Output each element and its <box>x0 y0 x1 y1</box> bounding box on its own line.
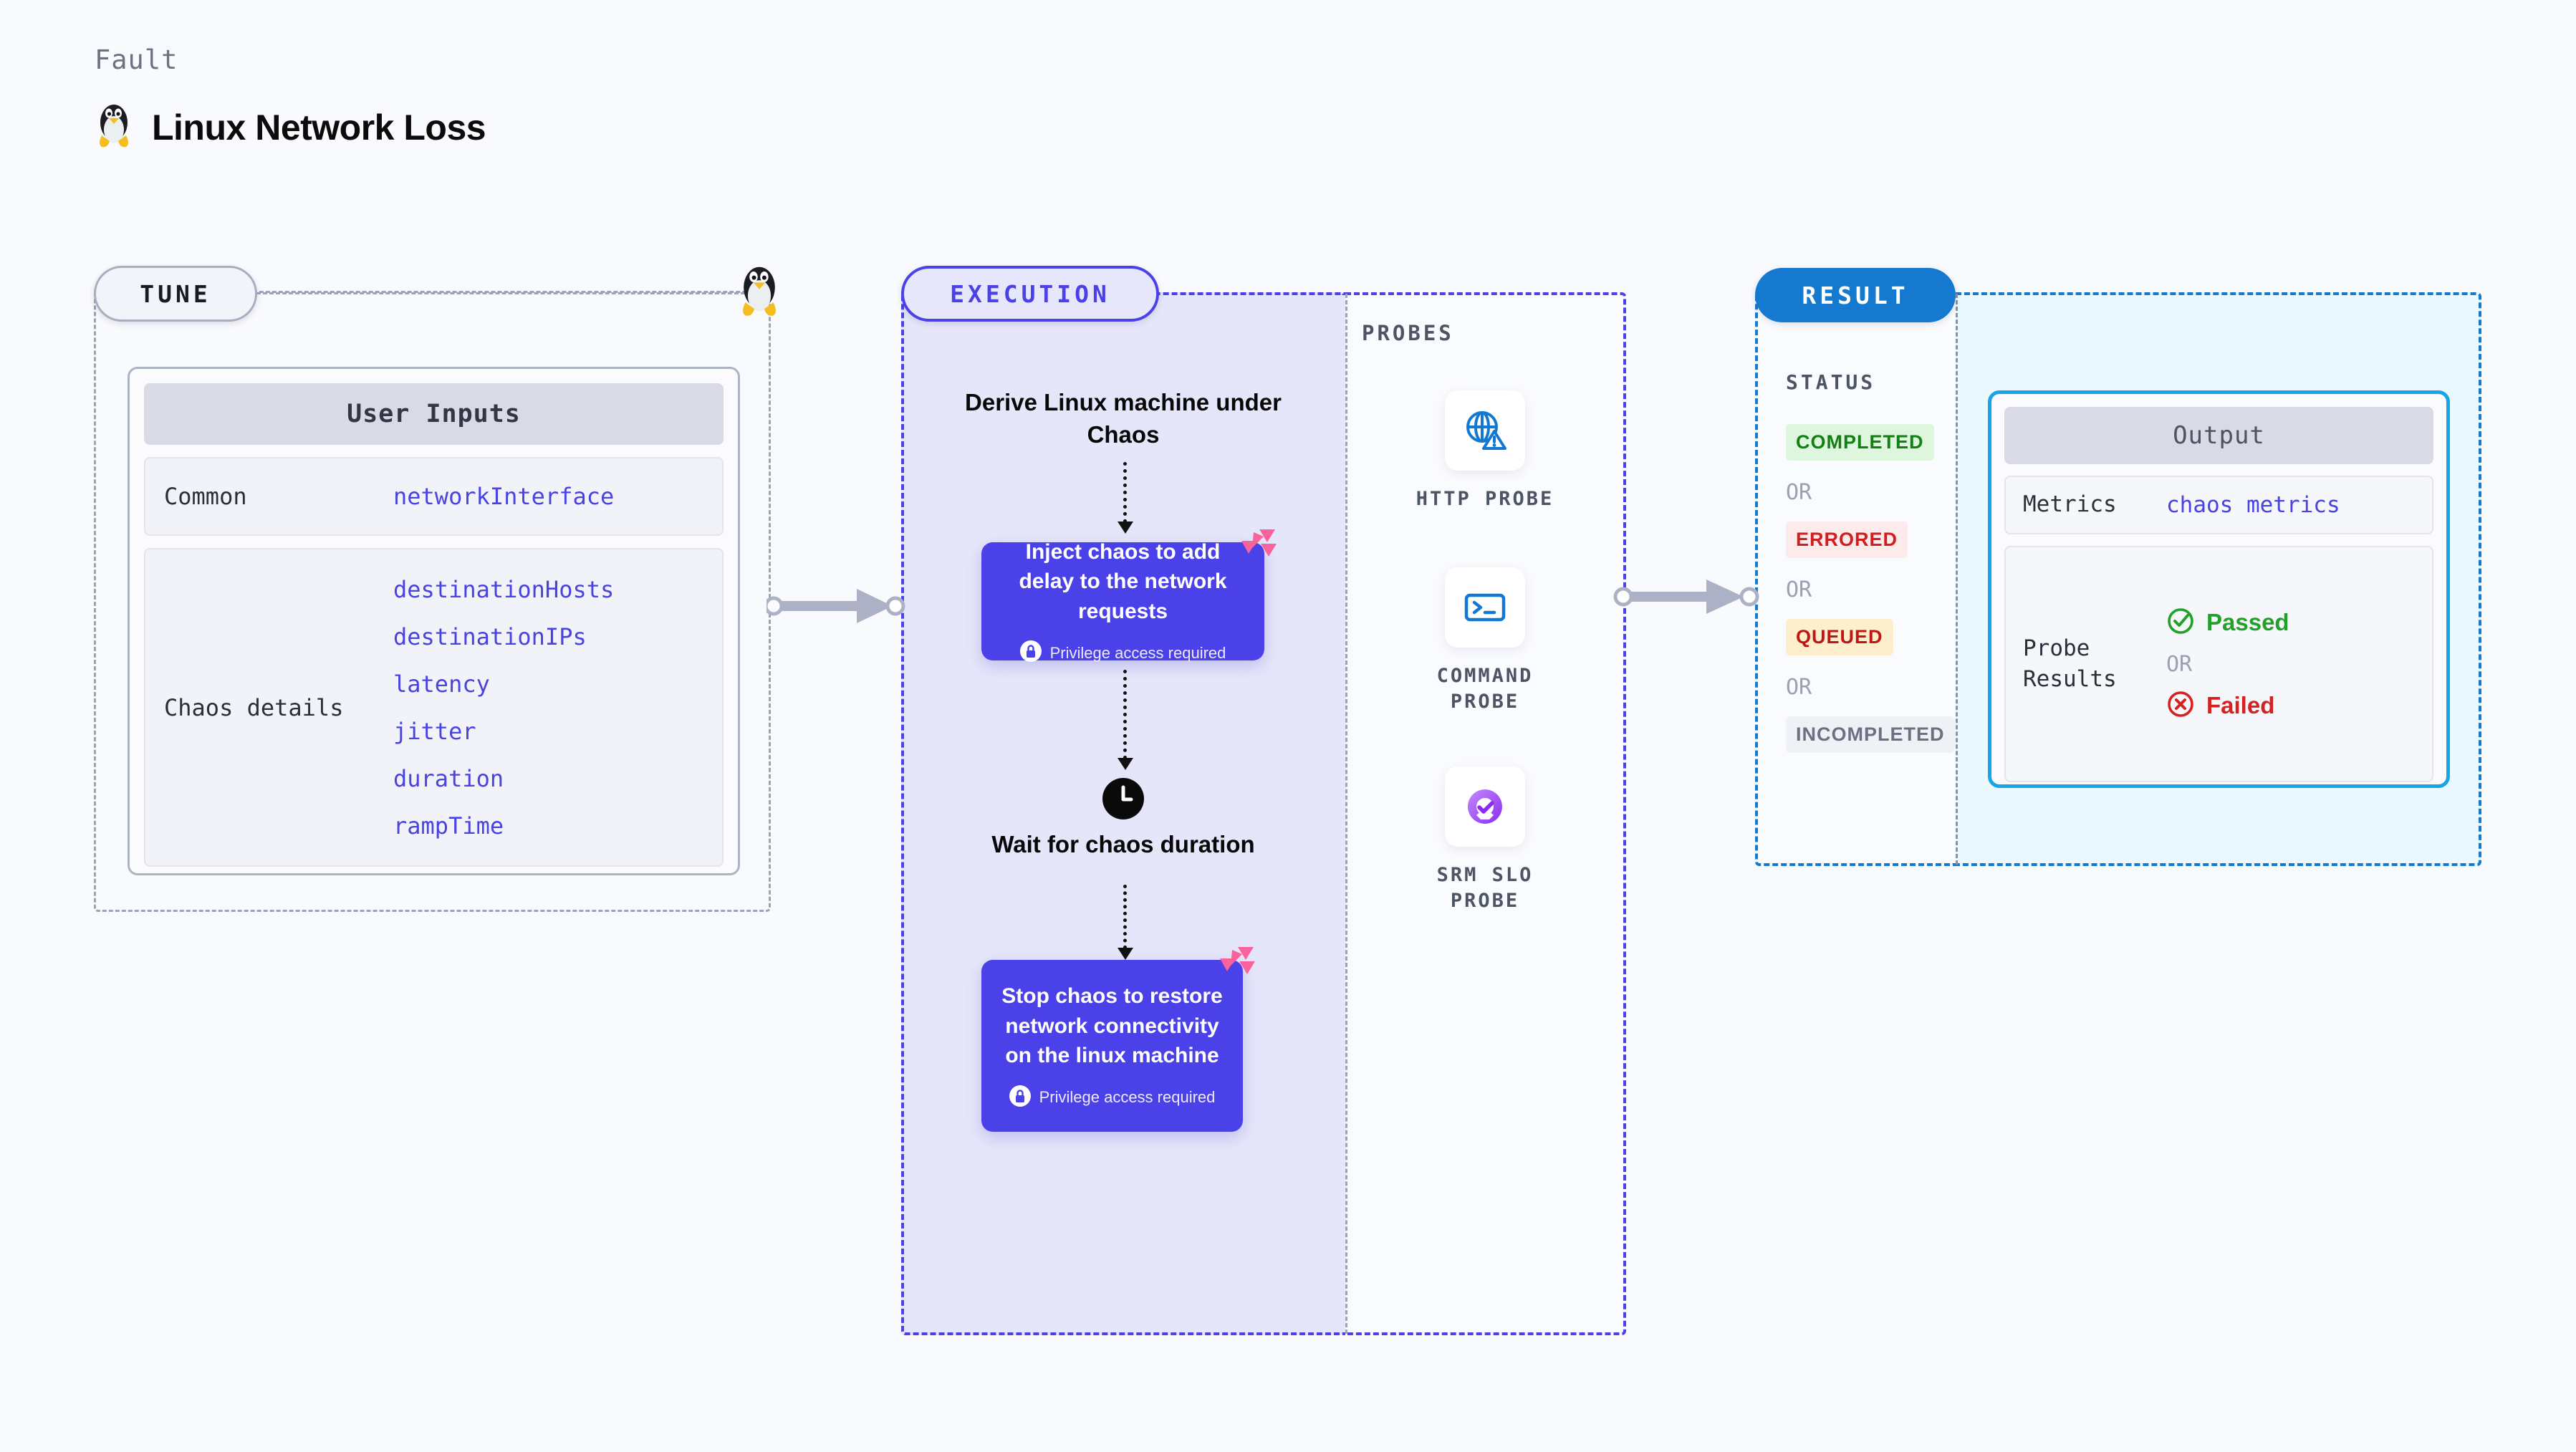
terminal-prompt-icon <box>1445 567 1525 648</box>
user-inputs-title: User Inputs <box>144 383 724 445</box>
card-title: Inject chaos to add delay to the network… <box>1019 539 1227 623</box>
flow-arrow-down <box>1118 670 1133 770</box>
execution-step-wait: Wait for chaos duration <box>991 831 1255 857</box>
probe-results-label: Probe Results <box>2023 635 2117 692</box>
clock-icon <box>1102 778 1144 819</box>
probe-result-failed: Failed <box>2166 690 2289 722</box>
privilege-text: Privilege access required <box>1049 643 1226 662</box>
probe-label: SRM SLO PROBE <box>1436 864 1534 913</box>
tune-top-dashed-line <box>256 292 758 294</box>
probe-label: COMMAND PROBE <box>1436 665 1534 713</box>
slo-donut-check-icon <box>1445 766 1525 847</box>
probe-item-srm-slo[interactable]: SRM SLO PROBE <box>1403 766 1567 915</box>
tune-pill[interactable]: TUNE <box>94 266 257 322</box>
output-metrics-row: Metrics chaos metrics <box>2004 476 2433 534</box>
status-badge-errored: ERRORED <box>1786 521 1908 558</box>
fault-kicker: Fault <box>95 44 178 75</box>
page-title-row: Linux Network Loss <box>95 101 486 153</box>
user-inputs-card: User Inputs Common networkInterface Chao… <box>128 367 740 875</box>
chaos-badge-icon <box>1218 944 1256 981</box>
connector-execution-to-result <box>1610 577 1768 620</box>
param-value-list: networkInterface <box>393 483 614 510</box>
param-group-common: Common networkInterface <box>144 457 724 536</box>
param-group-label: Chaos details <box>164 693 344 721</box>
probe-item-command[interactable]: COMMAND PROBE <box>1403 567 1567 716</box>
x-circle-icon <box>2166 690 2195 722</box>
linux-penguin-icon <box>95 101 133 153</box>
param-value[interactable]: latency <box>393 670 490 698</box>
metrics-value[interactable]: chaos metrics <box>2166 492 2340 518</box>
probe-results-values: Passed OR Failed <box>2166 607 2289 722</box>
passed-label: Passed <box>2206 609 2289 635</box>
privilege-row: Privilege access required <box>1019 640 1226 665</box>
linux-penguin-icon <box>737 261 782 320</box>
execution-step-derive: Derive Linux machine under Chaos <box>965 389 1282 448</box>
globe-warning-icon <box>1445 390 1525 471</box>
param-value[interactable]: networkInterface <box>393 483 615 510</box>
lock-icon <box>1009 1085 1031 1110</box>
metrics-label: Metrics <box>2023 491 2117 518</box>
lock-icon <box>1019 640 1042 665</box>
or-separator: OR <box>1786 675 1812 700</box>
flow-arrow-down <box>1118 885 1133 960</box>
output-card: Output Metrics chaos metrics Probe Resul… <box>1988 390 2450 788</box>
probe-label: HTTP PROBE <box>1416 488 1554 510</box>
probes-label: PROBES <box>1362 321 1454 345</box>
param-value[interactable]: jitter <box>393 717 476 745</box>
param-value[interactable]: destinationHosts <box>393 575 615 603</box>
result-status-section <box>1755 292 1956 866</box>
execution-pill[interactable]: EXECUTION <box>901 266 1159 322</box>
chaos-badge-icon <box>1239 527 1278 564</box>
status-badge-completed: COMPLETED <box>1786 424 1934 461</box>
failed-label: Failed <box>2206 692 2275 718</box>
output-card-title: Output <box>2004 407 2433 464</box>
flow-arrow-down <box>1118 462 1133 534</box>
probe-item-http[interactable]: HTTP PROBE <box>1403 390 1567 512</box>
param-group-chaos-details: Chaos details destinationHosts destinati… <box>144 548 724 867</box>
status-label: STATUS <box>1786 370 1876 394</box>
param-value[interactable]: duration <box>393 764 504 792</box>
execution-card-stop-chaos[interactable]: Stop chaos to restore network connectivi… <box>981 947 1255 1132</box>
page-title: Linux Network Loss <box>152 107 486 148</box>
privilege-row: Privilege access required <box>1009 1085 1216 1110</box>
probe-result-passed: Passed <box>2166 607 2289 639</box>
privilege-text: Privilege access required <box>1039 1088 1216 1107</box>
page-header: Fault Linux Network Loss <box>95 44 486 153</box>
connector-tune-to-execution <box>764 586 910 630</box>
result-divider <box>1956 294 1958 865</box>
param-value[interactable]: rampTime <box>393 812 504 840</box>
result-pill[interactable]: RESULT <box>1755 268 1956 322</box>
check-circle-icon <box>2166 607 2195 639</box>
or-separator: OR <box>1786 577 1812 602</box>
status-badge-queued: QUEUED <box>1786 619 1893 655</box>
or-separator: OR <box>1786 480 1812 505</box>
probes-divider <box>1345 294 1347 1334</box>
param-group-label: Common <box>164 483 247 510</box>
or-separator: OR <box>2166 651 2193 677</box>
param-value[interactable]: destinationIPs <box>393 622 587 650</box>
status-badge-incompleted: INCOMPLETED <box>1786 716 1955 753</box>
card-title: Stop chaos to restore network connectivi… <box>1001 984 1223 1068</box>
execution-card-inject-chaos[interactable]: Inject chaos to add delay to the network… <box>981 529 1277 663</box>
param-value-list: destinationHosts destinationIPs latency … <box>393 576 614 840</box>
output-probe-results-row: Probe Results Passed OR <box>2004 546 2433 782</box>
